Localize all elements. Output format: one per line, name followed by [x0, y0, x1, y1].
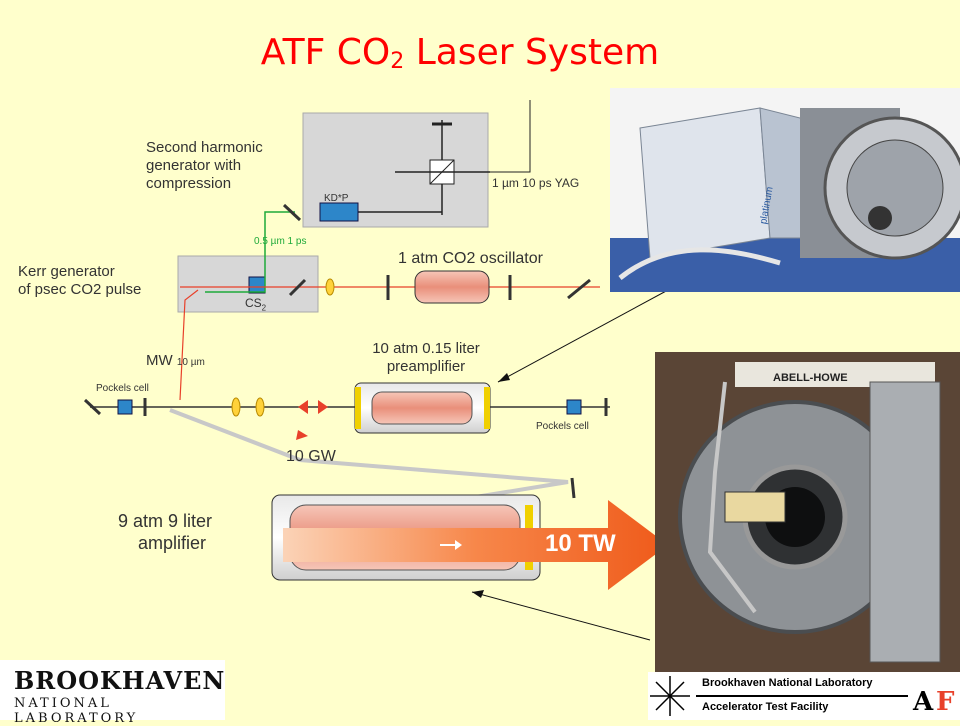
pockels-right-label: Pockels cell — [536, 421, 589, 432]
bnl-logo-top: BROOKHAVEN — [14, 666, 226, 695]
kdp-crystal — [319, 202, 359, 222]
pockels-left-label: Pockels cell — [96, 383, 149, 394]
slide-title: ATF CO2 Laser System — [260, 32, 660, 74]
photo-sign-text: ABELL-HOWE — [773, 372, 848, 384]
svg-text:F: F — [936, 687, 955, 717]
tw-arrow — [283, 500, 668, 590]
green-beam — [205, 211, 295, 293]
atf-logo: A F Brookhaven National Laboratory Accel… — [648, 672, 960, 720]
kerr-box — [177, 255, 319, 313]
svg-text:A: A — [912, 687, 934, 717]
oscillator-photo: platinum — [610, 88, 960, 292]
tw-label: 10 TW — [545, 530, 616, 557]
pointer-oscillator — [497, 289, 669, 383]
mw-label: MW 10 µm — [146, 352, 205, 369]
brookhaven-logo: BROOKHAVEN NATIONAL LABORATORY — [0, 660, 226, 726]
yag-label: 1 µm 10 ps YAG — [492, 176, 580, 190]
bnl-logo-bottom: NATIONAL LABORATORY — [14, 696, 139, 726]
green-beam-label: 0.5 µm 1 ps — [254, 236, 307, 247]
atf-line2: Accelerator Test Facility — [702, 701, 829, 713]
pockels-cell-right — [566, 399, 582, 415]
cs2-cell — [248, 276, 266, 294]
cs2-label: CS2 — [245, 296, 267, 313]
pockels-cell-left — [117, 399, 133, 415]
amplifier-photo: ABELL-HOWE — [655, 352, 960, 674]
gw-label: 10 GW — [286, 448, 336, 465]
atf-line1: Brookhaven National Laboratory — [702, 677, 873, 689]
oscillator-tube — [414, 270, 490, 304]
oscillator-label: 1 atm CO2 oscillator — [398, 250, 543, 267]
pointer-amplifier — [471, 591, 651, 641]
kdp-label: KD*P — [324, 193, 349, 204]
